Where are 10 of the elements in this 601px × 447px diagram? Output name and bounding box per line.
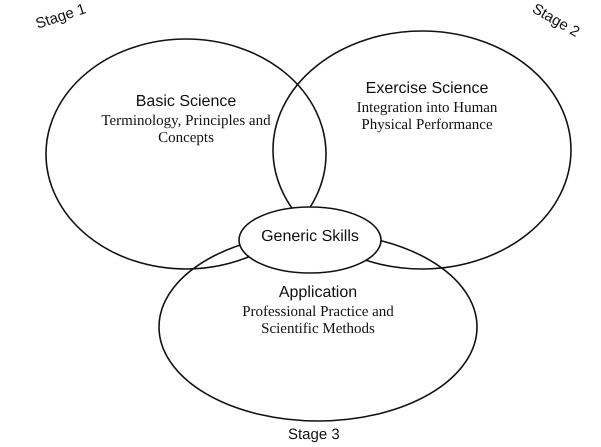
circle-title: Exercise Science <box>364 80 490 98</box>
circle-subtitle: Integration into Human Physical Performance <box>356 100 498 134</box>
circle-title: Basic Science <box>134 93 238 111</box>
venn-ellipse <box>238 206 382 274</box>
stage-label: Stage 3 <box>288 426 340 443</box>
circle-subtitle: Professional Practice and Scientific Methods <box>241 304 395 338</box>
circle-title: Application <box>278 284 358 302</box>
circle-title: Generic Skills <box>260 228 360 246</box>
circle-subtitle: Terminology, Principles and Concepts <box>100 113 272 147</box>
stage-label: Stage 1 <box>34 0 88 33</box>
